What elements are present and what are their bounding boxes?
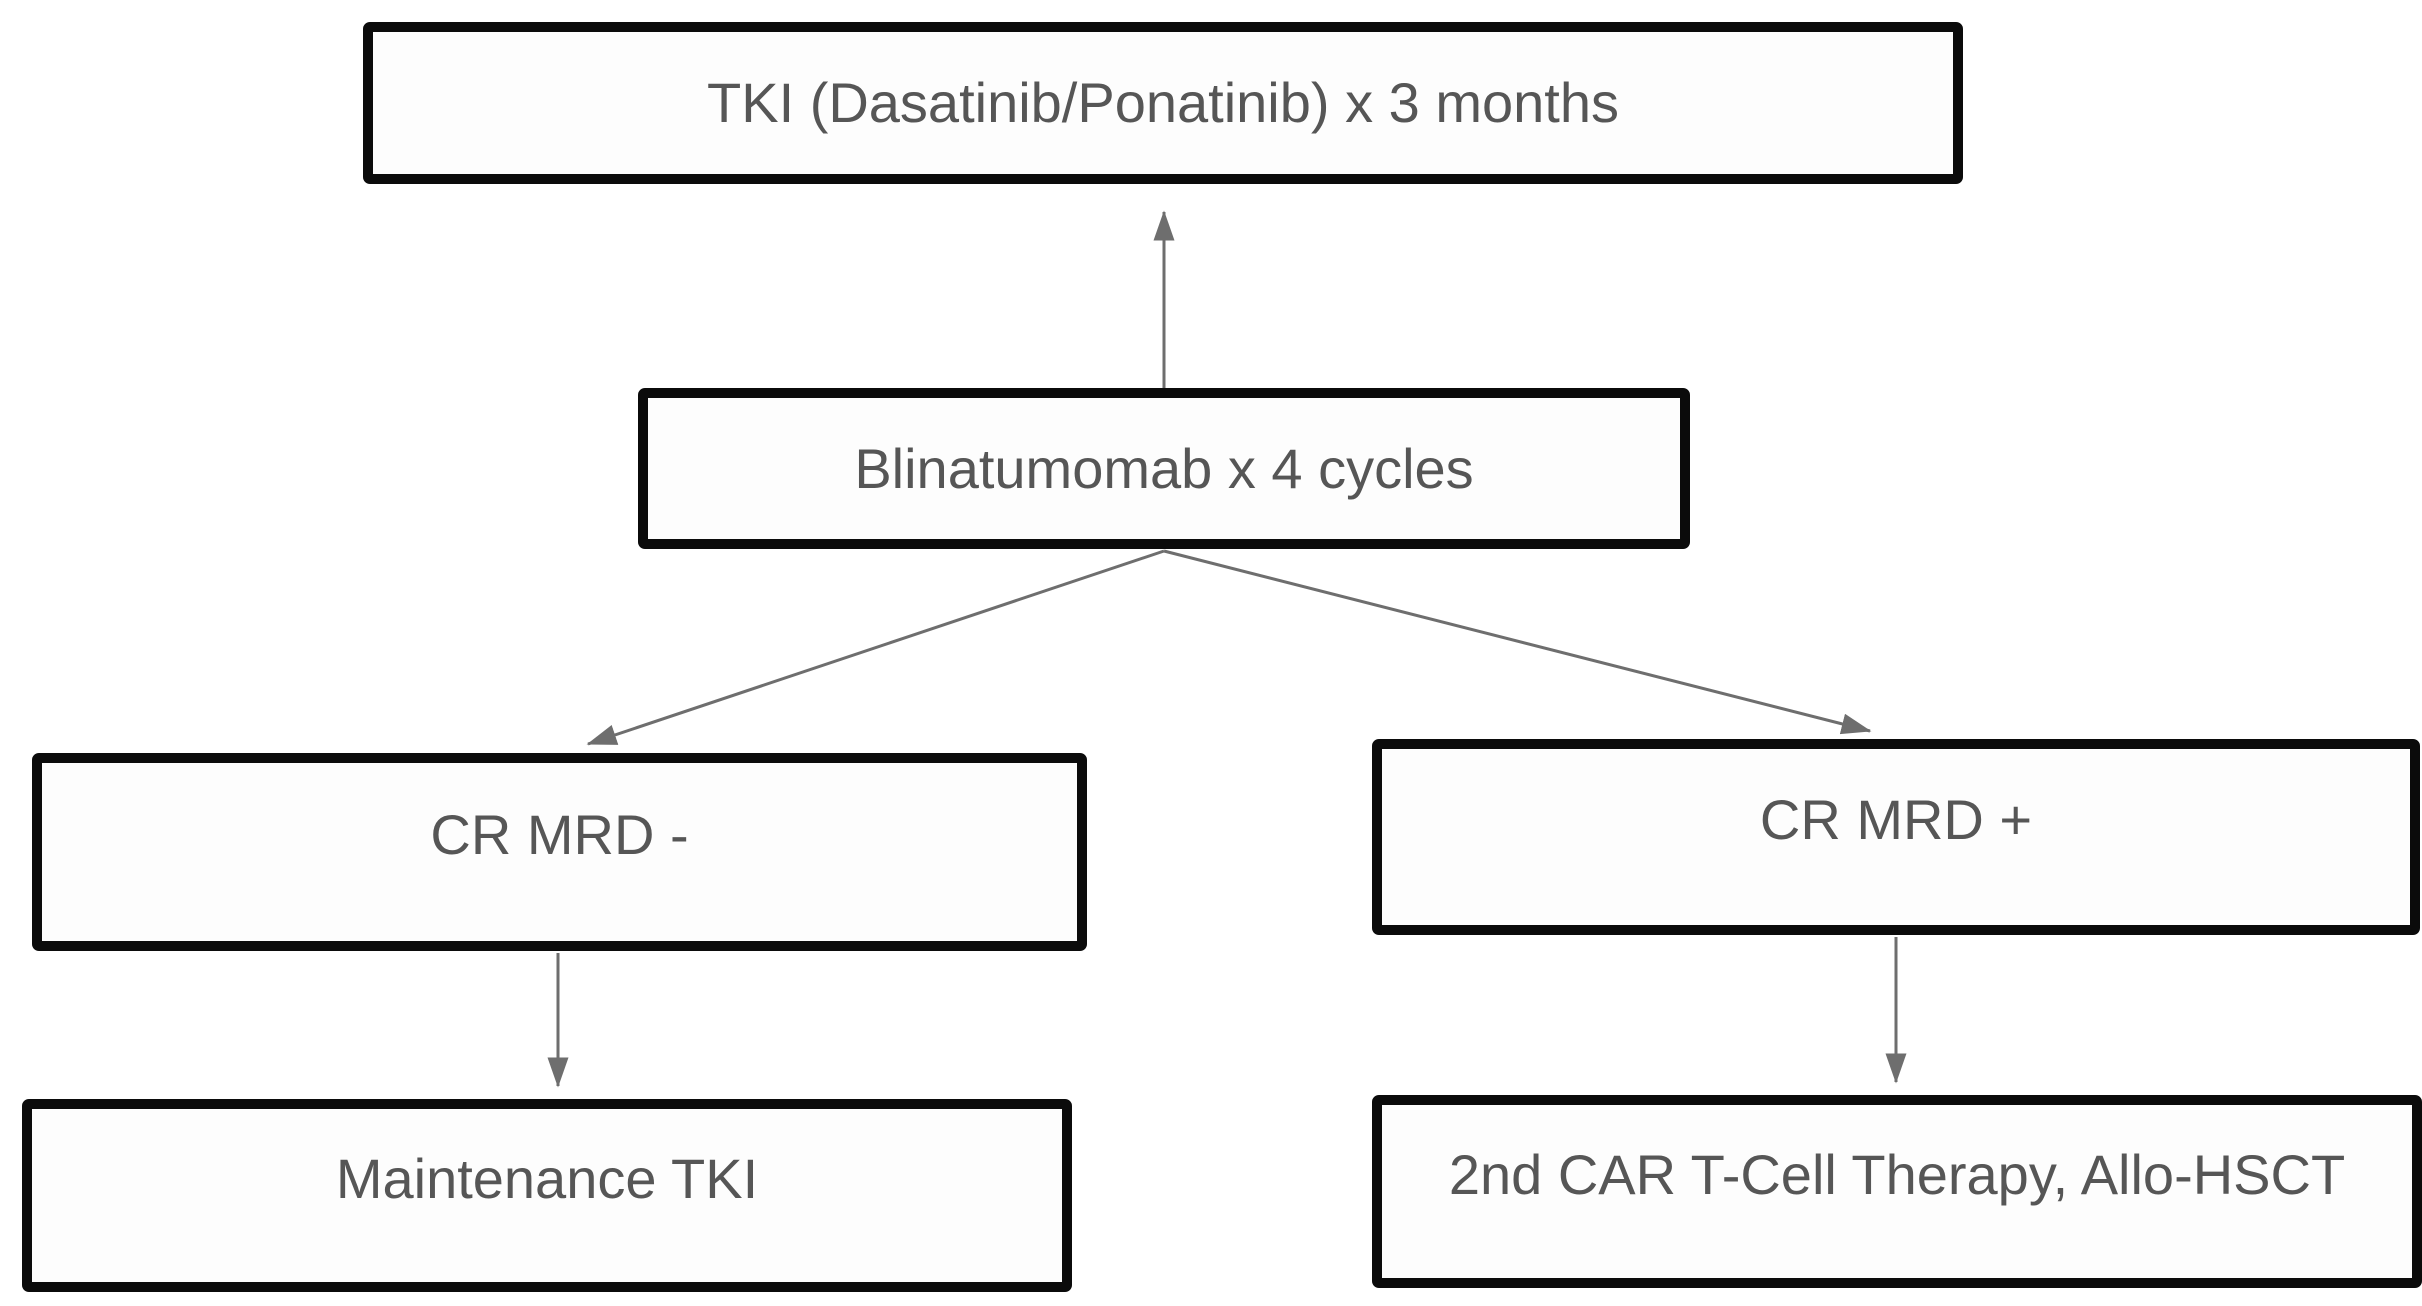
node-cr-mrd-negative-label: CR MRD - [430, 803, 689, 867]
arrow-blinatumomab-to-cr-mrd-positive [1163, 549, 1872, 735]
node-cr-mrd-positive-label: CR MRD + [1759, 788, 2033, 852]
node-blinatumomab-label: Blinatumomab x 4 cycles [854, 436, 1474, 500]
node-maintenance-tki: Maintenance TKI [22, 1099, 1072, 1292]
arrow-blinatumomab-to-cr-mrd-negative [586, 549, 1165, 746]
node-tki-label: TKI (Dasatinib/Ponatinib) x 3 months [707, 71, 1619, 135]
node-tki: TKI (Dasatinib/Ponatinib) x 3 months [363, 22, 1963, 184]
node-second-car-t-label: 2nd CAR T-Cell Therapy, Allo-HSCT [1448, 1142, 2346, 1206]
node-blinatumomab: Blinatumomab x 4 cycles [638, 388, 1690, 549]
node-maintenance-tki-label: Maintenance TKI [335, 1146, 759, 1210]
node-cr-mrd-positive: CR MRD + [1372, 739, 2420, 935]
node-second-car-t: 2nd CAR T-Cell Therapy, Allo-HSCT [1372, 1095, 2422, 1288]
node-cr-mrd-negative: CR MRD - [32, 753, 1087, 951]
